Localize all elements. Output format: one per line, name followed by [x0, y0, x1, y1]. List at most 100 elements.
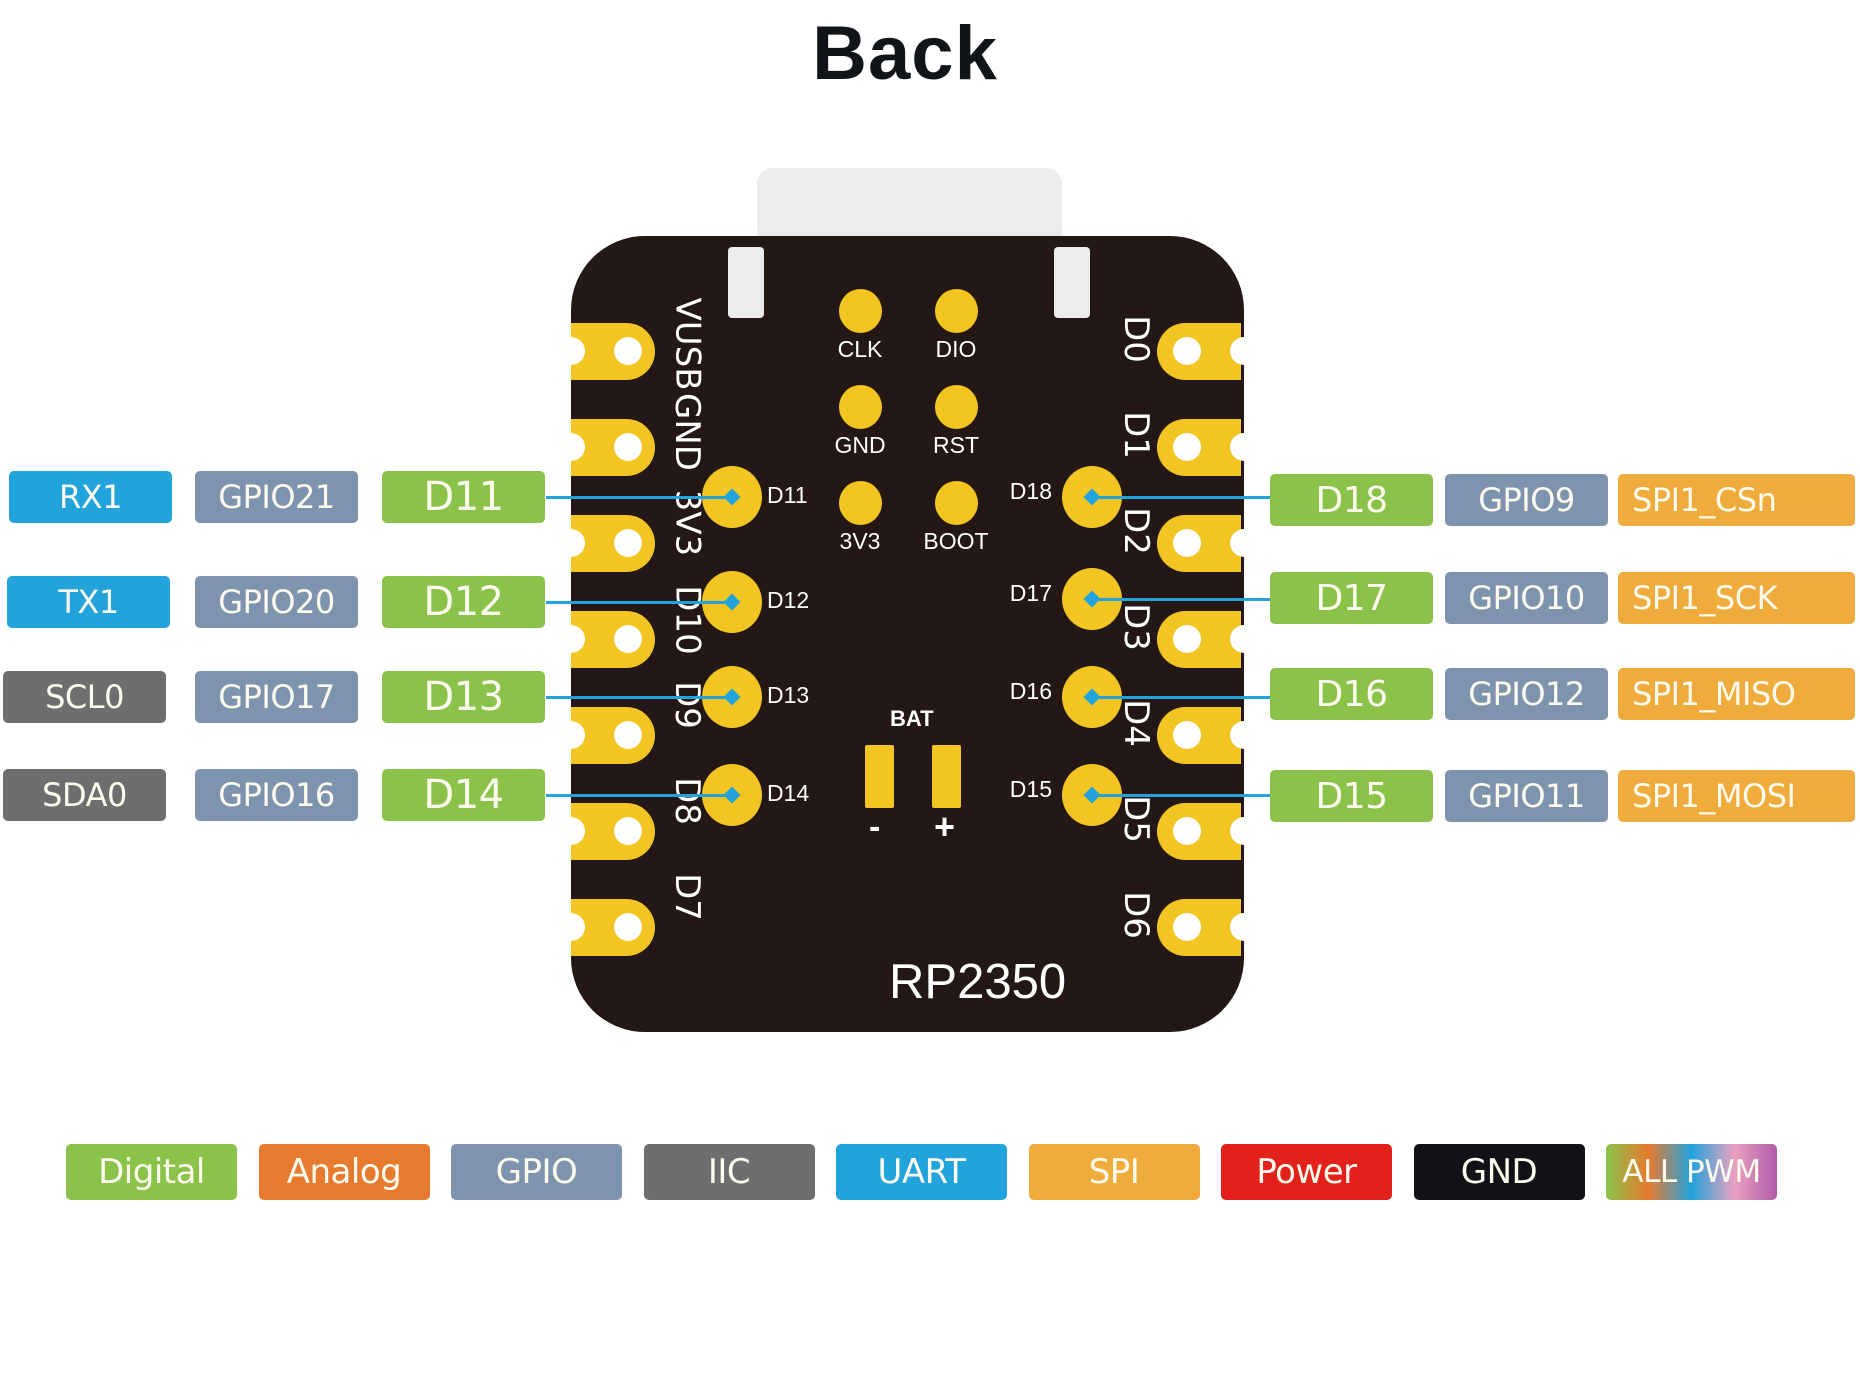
pad-label-d18: D18 — [1009, 478, 1052, 504]
wire-left-3 — [546, 696, 732, 699]
wire-right-4 — [1092, 794, 1270, 797]
pcb-board: CLK DIO GND RST 3V3 BOOT BAT - + RP2350 … — [571, 236, 1244, 1032]
legend-spi: SPI — [1028, 1144, 1200, 1200]
pad-half-hole — [1230, 529, 1244, 557]
pad-hole — [614, 817, 642, 845]
function-tag-spi1-csn: SPI1_CSn — [1618, 474, 1855, 526]
edge-label-gnd: GND — [666, 393, 707, 471]
pad-label-d13: D13 — [767, 682, 810, 708]
pad-hole — [1173, 433, 1201, 461]
mounting-slot-right — [1054, 247, 1090, 318]
pad-label-d15: D15 — [1009, 776, 1052, 802]
page-title: Back — [812, 11, 998, 96]
legend-uart: UART — [836, 1144, 1007, 1200]
pad-hole — [1173, 817, 1201, 845]
pad-half-hole — [1230, 721, 1244, 749]
pad-label-d11: D11 — [767, 482, 808, 508]
pin-tag-d11: D11 — [382, 471, 545, 523]
bat-plus-pad — [932, 745, 961, 808]
function-tag-tx1: TX1 — [7, 576, 170, 628]
pad-half-hole — [571, 913, 585, 941]
pad-half-hole — [1230, 817, 1244, 845]
edge-label-3v3: 3V3 — [666, 489, 707, 556]
legend-all-pwm: ALL PWM — [1606, 1144, 1777, 1200]
legend-iic: IIC — [643, 1144, 815, 1200]
wire-left-4 — [546, 794, 732, 797]
legend-analog: Analog — [258, 1144, 430, 1200]
gpio-tag-gpio21: GPIO21 — [195, 471, 358, 523]
pad-hole — [614, 529, 642, 557]
edge-label-d9: D9 — [666, 681, 707, 729]
pad-hole — [1173, 529, 1201, 557]
bat-minus-pad — [865, 745, 894, 808]
pad-label-d17: D17 — [1009, 580, 1052, 606]
pad-label-d16: D16 — [1009, 678, 1052, 704]
wire-left-2 — [546, 601, 732, 604]
debug-label-boot: BOOT — [923, 528, 989, 554]
pad-half-hole — [1230, 625, 1244, 653]
pad-label-d12: D12 — [767, 587, 810, 613]
pad-hole — [614, 625, 642, 653]
mounting-slot-left — [728, 247, 764, 318]
edge-label-d1: D1 — [1115, 411, 1156, 459]
debug-pad-rst — [935, 385, 978, 429]
pad-half-hole — [1230, 913, 1244, 941]
debug-pad-clk — [839, 289, 882, 333]
edge-label-d10: D10 — [667, 584, 708, 655]
edge-label-d5: D5 — [1115, 795, 1156, 843]
pin-tag-d15: D15 — [1270, 770, 1433, 822]
pad-half-hole — [571, 721, 585, 749]
debug-pad-gnd — [839, 385, 882, 429]
pin-tag-d17: D17 — [1270, 572, 1433, 624]
pad-hole — [1173, 913, 1201, 941]
debug-label-clk: CLK — [837, 336, 883, 362]
edge-label-d6: D6 — [1115, 891, 1156, 939]
wire-left-1 — [546, 496, 732, 499]
gpio-tag-gpio20: GPIO20 — [195, 576, 358, 628]
edge-label-d4: D4 — [1115, 699, 1156, 747]
pad-half-hole — [571, 817, 585, 845]
wire-right-2 — [1092, 598, 1270, 601]
edge-label-d7: D7 — [666, 873, 707, 921]
pad-half-hole — [1230, 337, 1244, 365]
debug-label-gnd: GND — [834, 432, 886, 458]
wire-right-1 — [1092, 496, 1270, 499]
function-tag-spi1-sck: SPI1_SCK — [1618, 572, 1855, 624]
debug-label-3v3: 3V3 — [839, 528, 881, 554]
bat-minus-sign: - — [869, 808, 881, 846]
pad-hole — [614, 337, 642, 365]
wire-right-3 — [1092, 696, 1270, 699]
debug-pad-boot — [935, 481, 978, 525]
debug-label-rst: RST — [933, 432, 979, 458]
edge-label-d0: D0 — [1115, 315, 1156, 363]
debug-label-dio: DIO — [935, 336, 977, 362]
edge-label-vusb: VUSB — [667, 296, 708, 391]
pad-half-hole — [1230, 433, 1244, 461]
pad-hole — [614, 433, 642, 461]
function-tag-scl0: SCL0 — [3, 671, 166, 723]
function-tag-spi1-miso: SPI1_MISO — [1618, 668, 1855, 720]
pad-hole — [1173, 337, 1201, 365]
legend-digital: Digital — [66, 1144, 237, 1200]
gpio-tag-gpio16: GPIO16 — [195, 769, 358, 821]
debug-pad-3v3 — [839, 481, 882, 525]
legend-power: Power — [1221, 1144, 1392, 1200]
function-tag-spi1-mosi: SPI1_MOSI — [1618, 770, 1855, 822]
chip-label: RP2350 — [889, 955, 1067, 1009]
gpio-tag-gpio11: GPIO11 — [1445, 770, 1608, 822]
pin-tag-d12: D12 — [382, 576, 545, 628]
pad-label-d14: D14 — [767, 780, 810, 806]
gpio-tag-gpio17: GPIO17 — [195, 671, 358, 723]
pin-tag-d13: D13 — [382, 671, 545, 723]
gpio-tag-gpio10: GPIO10 — [1445, 572, 1608, 624]
gpio-tag-gpio12: GPIO12 — [1445, 668, 1608, 720]
legend-gpio: GPIO — [451, 1144, 622, 1200]
pad-hole — [1173, 625, 1201, 653]
pad-hole — [614, 913, 642, 941]
pad-half-hole — [571, 529, 585, 557]
bat-label: BAT — [890, 706, 934, 731]
gpio-tag-gpio9: GPIO9 — [1445, 474, 1608, 526]
pad-half-hole — [571, 625, 585, 653]
pad-hole — [1173, 721, 1201, 749]
edge-label-d3: D3 — [1115, 603, 1156, 651]
